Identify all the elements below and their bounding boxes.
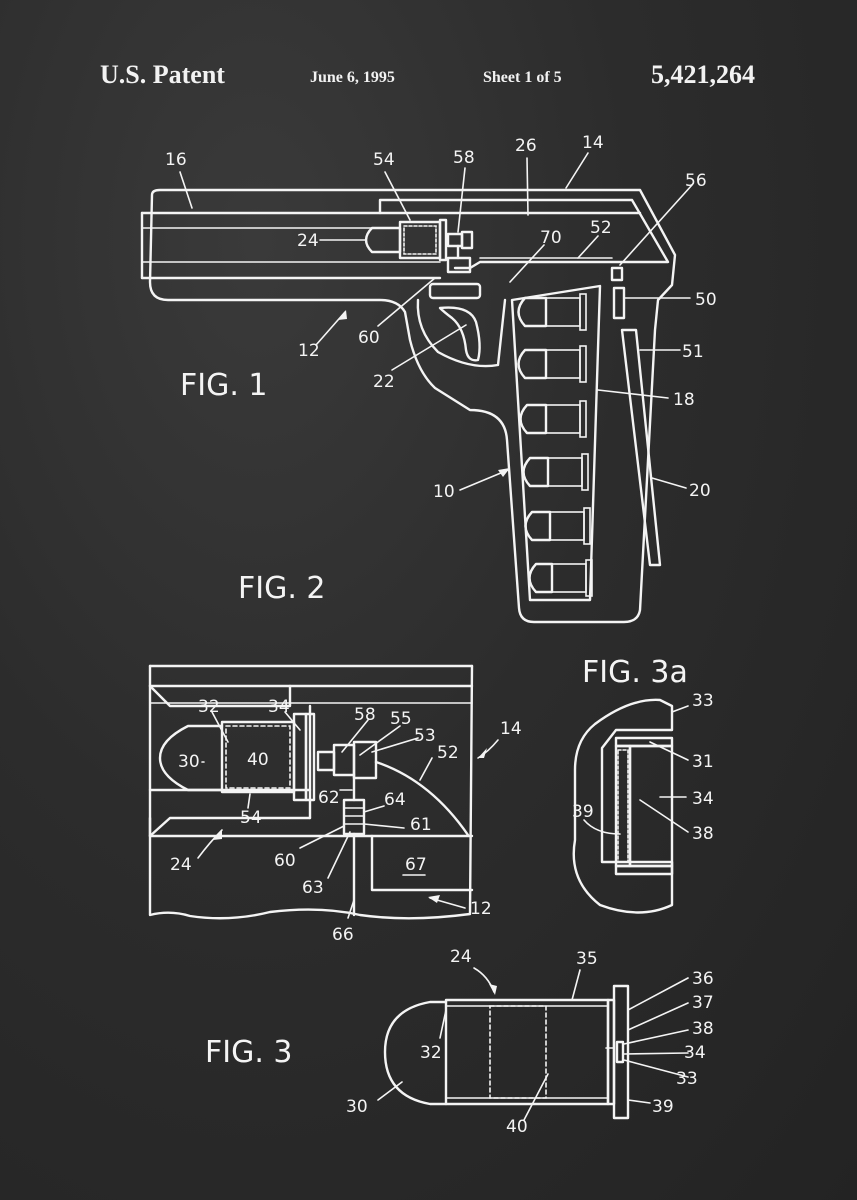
svg-text:40: 40 <box>247 750 269 770</box>
fig3-reference-numerals: 24 35 36 37 38 32 34 33 30 39 40 <box>346 947 714 1137</box>
fig3-cartridge <box>383 984 630 1120</box>
fig3a-label: FIG. 3a <box>582 655 688 690</box>
svg-text:18: 18 <box>673 390 695 410</box>
svg-text:34: 34 <box>684 1043 706 1063</box>
svg-text:22: 22 <box>373 372 395 392</box>
svg-text:70: 70 <box>540 228 562 248</box>
svg-text:14: 14 <box>582 133 604 153</box>
svg-text:20: 20 <box>689 481 711 501</box>
fig1-arrows <box>338 310 510 477</box>
svg-text:24: 24 <box>170 855 192 875</box>
patent-date: June 6, 1995 <box>310 69 395 86</box>
svg-text:52: 52 <box>590 218 612 238</box>
svg-text:60: 60 <box>358 328 380 348</box>
svg-text:61: 61 <box>410 815 432 835</box>
fig3-leaders <box>377 969 689 1121</box>
svg-text:64: 64 <box>384 790 406 810</box>
patent-number: 5,421,264 <box>651 60 755 89</box>
svg-text:35: 35 <box>576 949 598 969</box>
svg-text:66: 66 <box>332 925 354 945</box>
svg-text:32: 32 <box>420 1043 442 1063</box>
svg-text:33: 33 <box>692 691 714 711</box>
svg-text:53: 53 <box>414 726 436 746</box>
svg-text:30: 30 <box>178 752 200 772</box>
svg-text:14: 14 <box>500 719 522 739</box>
svg-text:67: 67 <box>405 855 427 875</box>
fig1-label: FIG. 1 <box>180 368 268 403</box>
fig2-reference-numerals: 32 34 58 55 53 14 30 40 52 62 64 54 61 6… <box>170 697 522 945</box>
fig3-label: FIG. 3 <box>205 1035 293 1070</box>
svg-text:55: 55 <box>390 709 412 729</box>
fig3a-detail <box>572 698 674 914</box>
svg-text:50: 50 <box>695 290 717 310</box>
fig2-leaders <box>211 711 433 919</box>
svg-text:26: 26 <box>515 136 537 156</box>
svg-text:52: 52 <box>437 743 459 763</box>
fig1-reference-numerals: 16 54 58 26 14 56 24 70 52 50 60 12 51 2… <box>165 133 717 502</box>
patent-title: U.S. Patent <box>100 60 225 89</box>
svg-text:30: 30 <box>346 1097 368 1117</box>
fig1-leaders <box>179 152 693 491</box>
svg-text:60: 60 <box>274 851 296 871</box>
fig3a-leaders <box>583 705 689 835</box>
svg-text:56: 56 <box>685 171 707 191</box>
svg-text:51: 51 <box>682 342 704 362</box>
svg-text:12: 12 <box>470 899 492 919</box>
magazine-cartridges <box>517 293 593 597</box>
fig3-arrow <box>473 967 497 995</box>
svg-text:24: 24 <box>297 231 319 251</box>
svg-text:16: 16 <box>165 150 187 170</box>
svg-text:10: 10 <box>433 482 455 502</box>
svg-text:39: 39 <box>652 1097 674 1117</box>
svg-text:12: 12 <box>298 341 320 361</box>
svg-text:24: 24 <box>450 947 472 967</box>
svg-text:58: 58 <box>453 148 475 168</box>
svg-text:63: 63 <box>302 878 324 898</box>
svg-text:54: 54 <box>240 808 262 828</box>
svg-text:34: 34 <box>268 697 290 717</box>
fig1-pistol <box>140 188 677 624</box>
fig2-label: FIG. 2 <box>238 571 326 606</box>
patent-sheet: Sheet 1 of 5 <box>483 69 562 86</box>
svg-text:36: 36 <box>692 969 714 989</box>
fig2-detail <box>148 664 474 920</box>
svg-text:58: 58 <box>354 705 376 725</box>
svg-text:54: 54 <box>373 150 395 170</box>
svg-text:31: 31 <box>692 752 714 772</box>
svg-text:62: 62 <box>318 788 340 808</box>
svg-text:34: 34 <box>692 789 714 809</box>
svg-text:40: 40 <box>506 1117 528 1137</box>
svg-text:38: 38 <box>692 824 714 844</box>
fig2-arrows <box>197 739 499 909</box>
svg-text:33: 33 <box>676 1069 698 1089</box>
fig3a-reference-numerals: 33 31 34 39 38 <box>572 691 714 844</box>
svg-text:37: 37 <box>692 993 714 1013</box>
svg-text:39: 39 <box>572 802 594 822</box>
svg-text:38: 38 <box>692 1019 714 1039</box>
svg-text:32: 32 <box>198 697 220 717</box>
